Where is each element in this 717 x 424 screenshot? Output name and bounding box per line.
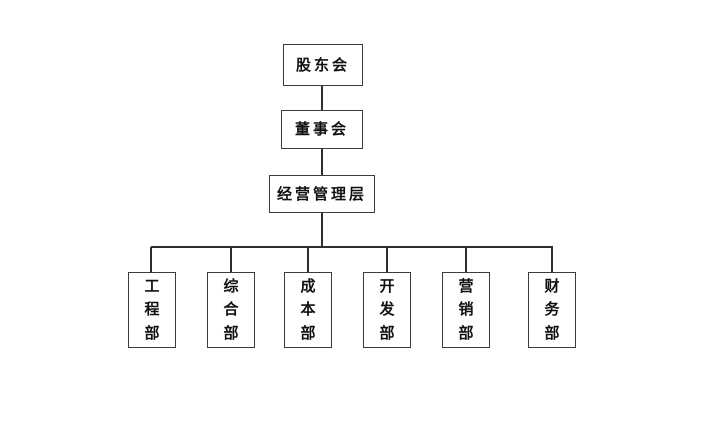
org-node-label: 董事会 [294, 120, 349, 138]
org-node-shareholders-meeting[interactable]: 股东会 [283, 44, 363, 86]
org-node-label-char: 销 [458, 300, 474, 319]
org-node-label-char: 部 [379, 323, 395, 342]
connector-drop-finance [551, 247, 553, 272]
connector-management-to-bus [321, 213, 323, 247]
org-node-label-char: 开 [379, 277, 395, 296]
connector-drop-marketing [465, 247, 467, 272]
org-node-label-char: 营 [458, 277, 474, 296]
connector-department-bus [151, 246, 553, 248]
org-node-label-char: 务 [544, 300, 560, 319]
connector-drop-cost [307, 247, 309, 272]
connector-drop-general-affairs [230, 247, 232, 272]
org-node-label-char: 财 [544, 277, 560, 296]
org-node-label-char: 部 [300, 323, 316, 342]
org-node-label-char: 部 [458, 323, 474, 342]
connector-drop-development [386, 247, 388, 272]
org-node-label-char: 本 [300, 300, 316, 319]
org-node-department-development[interactable]: 开发部 [363, 272, 411, 348]
org-node-label-char: 综 [223, 277, 239, 296]
org-node-label-char: 部 [544, 323, 560, 342]
org-node-label-char: 部 [223, 323, 239, 342]
org-node-board-of-directors[interactable]: 董事会 [281, 110, 363, 149]
org-node-label-char: 工 [144, 277, 160, 296]
org-node-label: 经营管理层 [276, 184, 367, 203]
org-node-department-marketing[interactable]: 营销部 [442, 272, 490, 348]
org-node-department-finance[interactable]: 财务部 [528, 272, 576, 348]
org-node-management-layer[interactable]: 经营管理层 [269, 175, 375, 213]
org-node-label-char: 程 [144, 300, 160, 319]
org-node-label-char: 发 [379, 300, 395, 319]
connector-drop-engineering [150, 247, 152, 272]
org-node-label-char: 部 [144, 323, 160, 342]
org-node-label-char: 成 [300, 277, 316, 296]
org-node-department-cost[interactable]: 成本部 [284, 272, 332, 348]
org-node-label: 股东会 [295, 55, 350, 74]
org-node-department-general-affairs[interactable]: 综合部 [207, 272, 255, 348]
org-node-label-char: 合 [223, 300, 239, 319]
connector-shareholders-to-board [321, 86, 323, 110]
connector-board-to-management [321, 149, 323, 175]
org-node-department-engineering[interactable]: 工程部 [128, 272, 176, 348]
